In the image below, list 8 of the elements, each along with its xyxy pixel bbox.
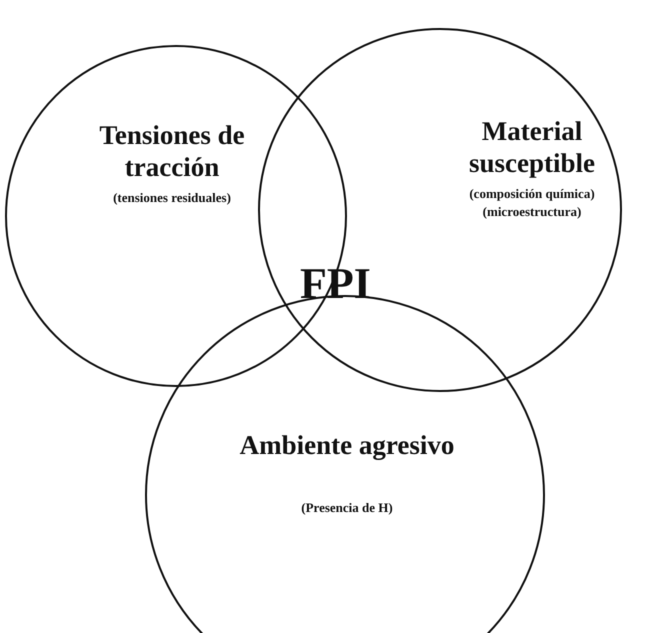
circle-note: (composición química): [468, 185, 596, 203]
circle-heading: Tensiones de tracción: [98, 119, 246, 183]
circle-note: (microestructura): [482, 203, 582, 221]
circle: [258, 28, 622, 392]
circle-heading: Material susceptible: [468, 115, 596, 179]
circle-note: (tensiones residuales): [112, 189, 232, 207]
circle-heading: Ambiente agresivo: [238, 429, 456, 461]
circle-note: (Presencia de H): [300, 499, 394, 517]
